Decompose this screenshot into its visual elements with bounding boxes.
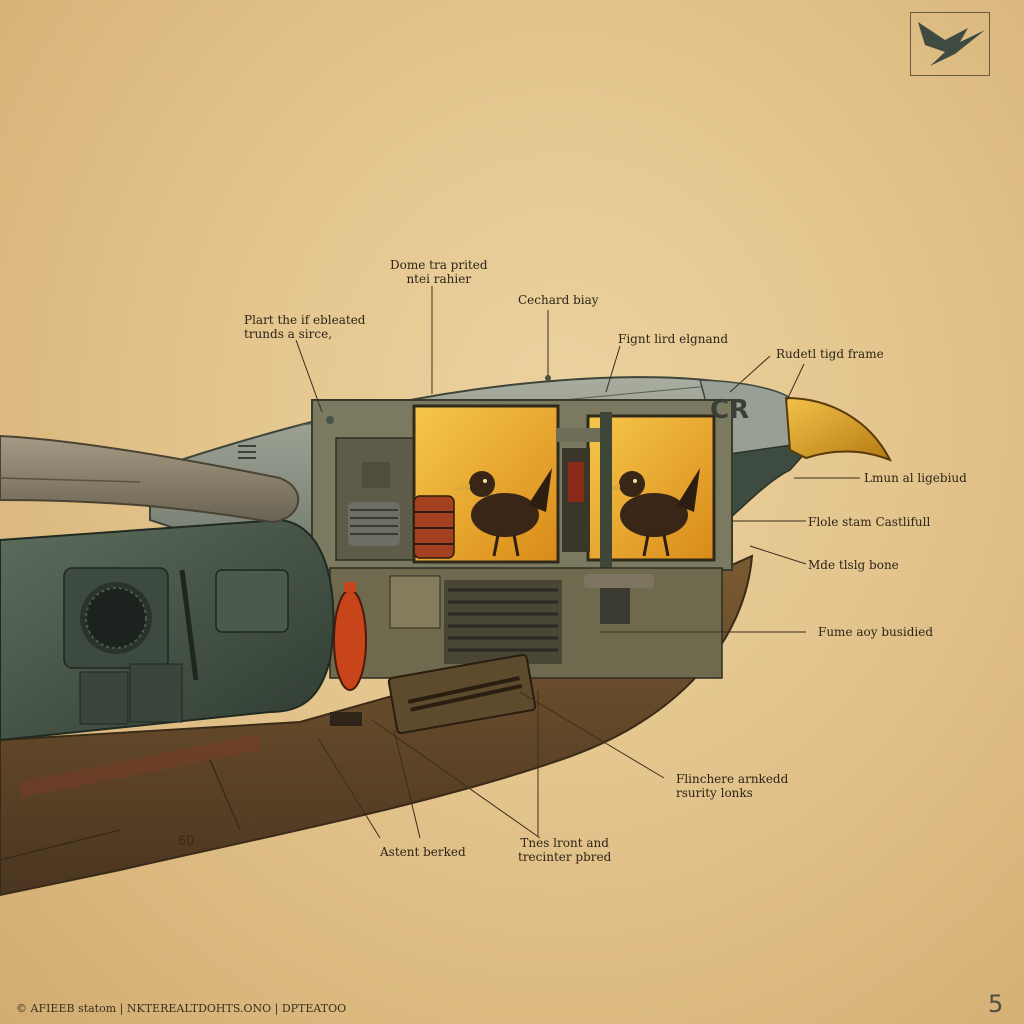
page-number: 5: [988, 990, 1004, 1018]
callout-fume: Fume aoy busidied: [818, 625, 934, 639]
callout-tnes-line-1: Tnes lront and: [520, 836, 609, 850]
callout-astent: Astent berked: [380, 845, 466, 859]
vent-grille: [330, 653, 537, 735]
beak: [784, 396, 893, 462]
fuel-canister: [413, 495, 455, 559]
callout-flole: Flole stam Castlifull: [808, 515, 931, 529]
leader-lines: [295, 286, 860, 839]
hull-vents: [238, 375, 551, 459]
callout-plart: Plart the if ebleated trunds a sirce,: [244, 313, 365, 341]
callout-lmun: Lmun al ligebiud: [864, 471, 967, 485]
callout-plart-line-1: Plart the if ebleated: [244, 313, 366, 327]
fuel-tank: [0, 518, 335, 742]
callout-mde: Mde tlslg bone: [808, 558, 899, 572]
callout-flinchere: Flinchere arnkedd rsurity lonks: [676, 772, 788, 800]
wing: [0, 434, 300, 524]
callout-tnes-line-2: trecinter pbred: [518, 850, 612, 864]
flying-bird-icon: [918, 22, 985, 66]
callout-flinchere-line-2: rsurity lonks: [676, 786, 753, 800]
callout-tnes: Tnes lront and trecinter pbred: [518, 836, 611, 864]
bird-right: [602, 468, 700, 557]
callout-plart-line-2: trunds a sirce,: [244, 327, 333, 341]
callout-rudetl: Rudetl tigd frame: [776, 347, 884, 361]
corner-stamp: [910, 12, 990, 76]
bird-left: [452, 468, 552, 557]
footer-credits: © AFIEEB statom | NKTEREALTDOHTS.ONO | D…: [16, 1002, 347, 1015]
callout-dome-line-1: Dome tra prited: [390, 258, 488, 272]
callout-cechard-biay: Cechard biay: [518, 293, 599, 307]
callout-dome: Dome tra prited ntei rahier: [390, 258, 488, 286]
control-column: [556, 412, 612, 592]
callout-fignt-lird: Fignt lird elgnand: [618, 332, 729, 346]
callout-dome-line-2: ntei rahier: [406, 272, 472, 286]
hull-mark: CR: [710, 395, 749, 425]
callout-flinchere-line-1: Flinchere arnkedd: [676, 772, 789, 786]
svg-text:60.: 60.: [178, 834, 199, 849]
